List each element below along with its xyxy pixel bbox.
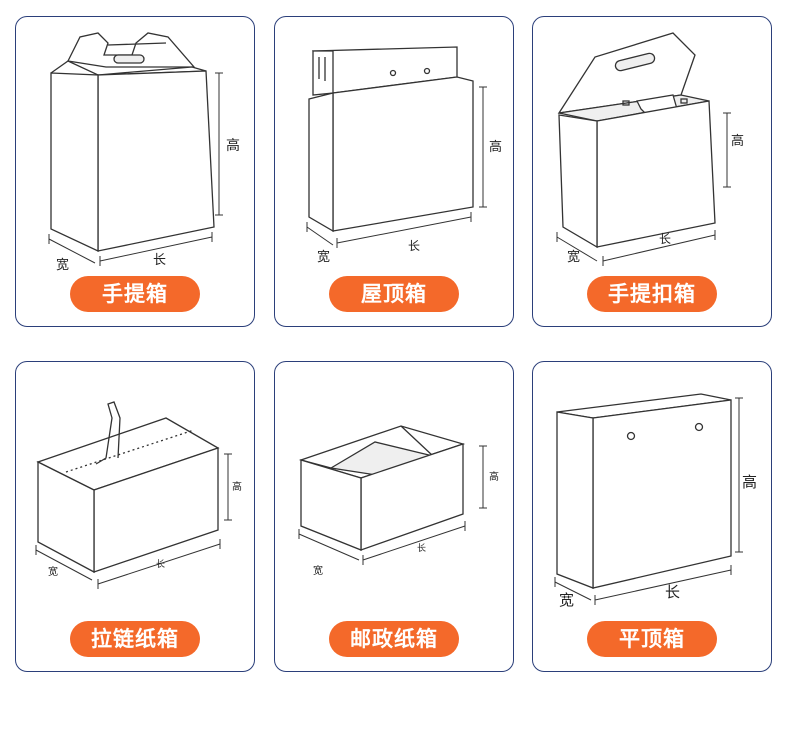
handle-box-illustration: 高 长 宽 bbox=[48, 32, 240, 273]
box-label-zipper-box: 拉链纸箱 bbox=[70, 621, 200, 657]
length-label: 长 bbox=[153, 253, 166, 268]
length-label: 长 bbox=[156, 558, 165, 570]
flat-top-box-illustration: 高 长 宽 bbox=[554, 393, 757, 609]
height-label: 高 bbox=[489, 470, 499, 483]
width-label: 宽 bbox=[559, 591, 574, 609]
length-label: 长 bbox=[659, 232, 671, 246]
box-card-zipper-box: 高 长 宽 拉链纸箱 bbox=[15, 361, 255, 672]
length-label: 长 bbox=[417, 542, 426, 554]
box-label-handle-box: 手提箱 bbox=[70, 276, 200, 312]
box-card-buckle-handle-box: 高 长 宽 手提扣箱 bbox=[532, 16, 772, 327]
length-label: 长 bbox=[408, 239, 420, 253]
height-label: 高 bbox=[742, 473, 757, 491]
zipper-box-illustration: 高 长 宽 bbox=[35, 401, 242, 589]
box-label-buckle-handle-box: 手提扣箱 bbox=[587, 276, 717, 312]
height-label: 高 bbox=[731, 133, 744, 149]
box-label-flat-top-box: 平顶箱 bbox=[587, 621, 717, 657]
height-label: 高 bbox=[232, 480, 242, 493]
box-card-roof-box: 高 长 宽 屋顶箱 bbox=[274, 16, 514, 327]
width-label: 宽 bbox=[317, 249, 330, 265]
height-label: 高 bbox=[489, 139, 502, 155]
width-label: 宽 bbox=[567, 249, 580, 265]
buckle-handle-box-illustration: 高 长 宽 bbox=[556, 32, 744, 266]
height-label: 高 bbox=[226, 137, 240, 154]
roof-box-illustration: 高 长 宽 bbox=[306, 46, 502, 265]
box-label-postal-box: 邮政纸箱 bbox=[329, 621, 459, 657]
box-card-postal-box: 高 长 宽 邮政纸箱 bbox=[274, 361, 514, 672]
box-label-roof-box: 屋顶箱 bbox=[329, 276, 459, 312]
postal-box-illustration: 高 长 宽 bbox=[298, 425, 499, 577]
length-label: 长 bbox=[665, 583, 680, 601]
width-label: 宽 bbox=[48, 565, 58, 578]
width-label: 宽 bbox=[56, 257, 69, 273]
box-card-handle-box: 高 长 宽 手提箱 bbox=[15, 16, 255, 327]
box-card-flat-top-box: 高 长 宽 平顶箱 bbox=[532, 361, 772, 672]
width-label: 宽 bbox=[313, 564, 323, 577]
